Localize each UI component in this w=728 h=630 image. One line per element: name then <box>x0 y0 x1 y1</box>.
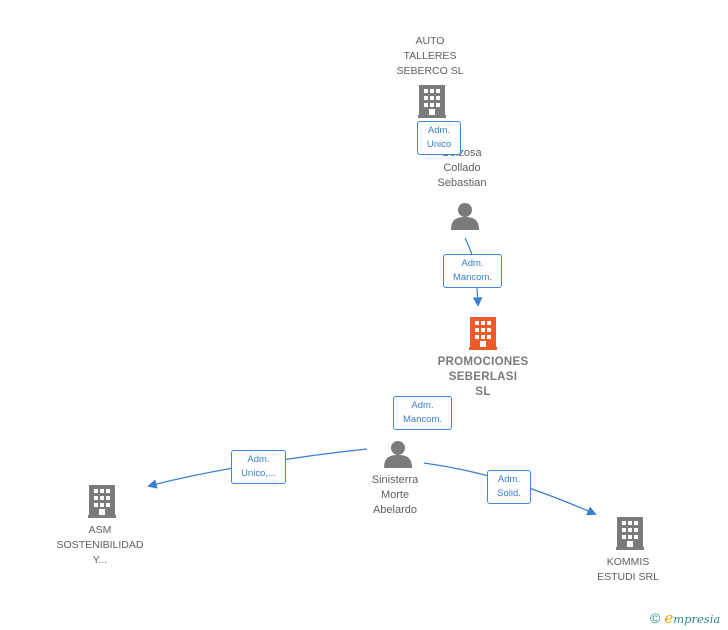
building-icon[interactable] <box>418 84 446 118</box>
node-label-kommis[interactable]: KOMMIS ESTUDI SRL <box>597 556 659 583</box>
brand-logo: © empresia <box>650 609 720 627</box>
building-icon[interactable] <box>469 316 497 350</box>
brand-initial: e <box>664 608 674 627</box>
building-icon[interactable] <box>616 516 644 550</box>
node-label-promociones[interactable]: PROMOCIONES SEBERLASI SL <box>437 356 529 398</box>
relation-badge-adm-unico[interactable]: Adm. Unico <box>417 121 461 155</box>
node-label-asm[interactable]: ASM SOSTENIBILIDAD Y... <box>56 524 144 566</box>
relation-badge-adm-mancom[interactable]: Adm. Mancom. <box>393 396 452 430</box>
node-label-auto-talleres[interactable]: AUTO TALLERES SEBERCO SL <box>396 35 464 77</box>
relation-badge-adm-mancom[interactable]: Adm. Mancom. <box>443 254 502 288</box>
relation-badge-adm-solid[interactable]: Adm. Solid. <box>487 470 531 504</box>
node-label-sinisterra[interactable]: Sinisterra Morte Abelardo <box>371 474 419 516</box>
person-icon[interactable] <box>384 440 412 468</box>
building-icon[interactable] <box>88 484 116 518</box>
person-icon[interactable] <box>451 202 479 230</box>
brand-name: mpresia <box>673 611 721 626</box>
relation-badge-adm-unico[interactable]: Adm. Unico,... <box>231 450 286 484</box>
copyright-icon: © <box>650 610 661 626</box>
